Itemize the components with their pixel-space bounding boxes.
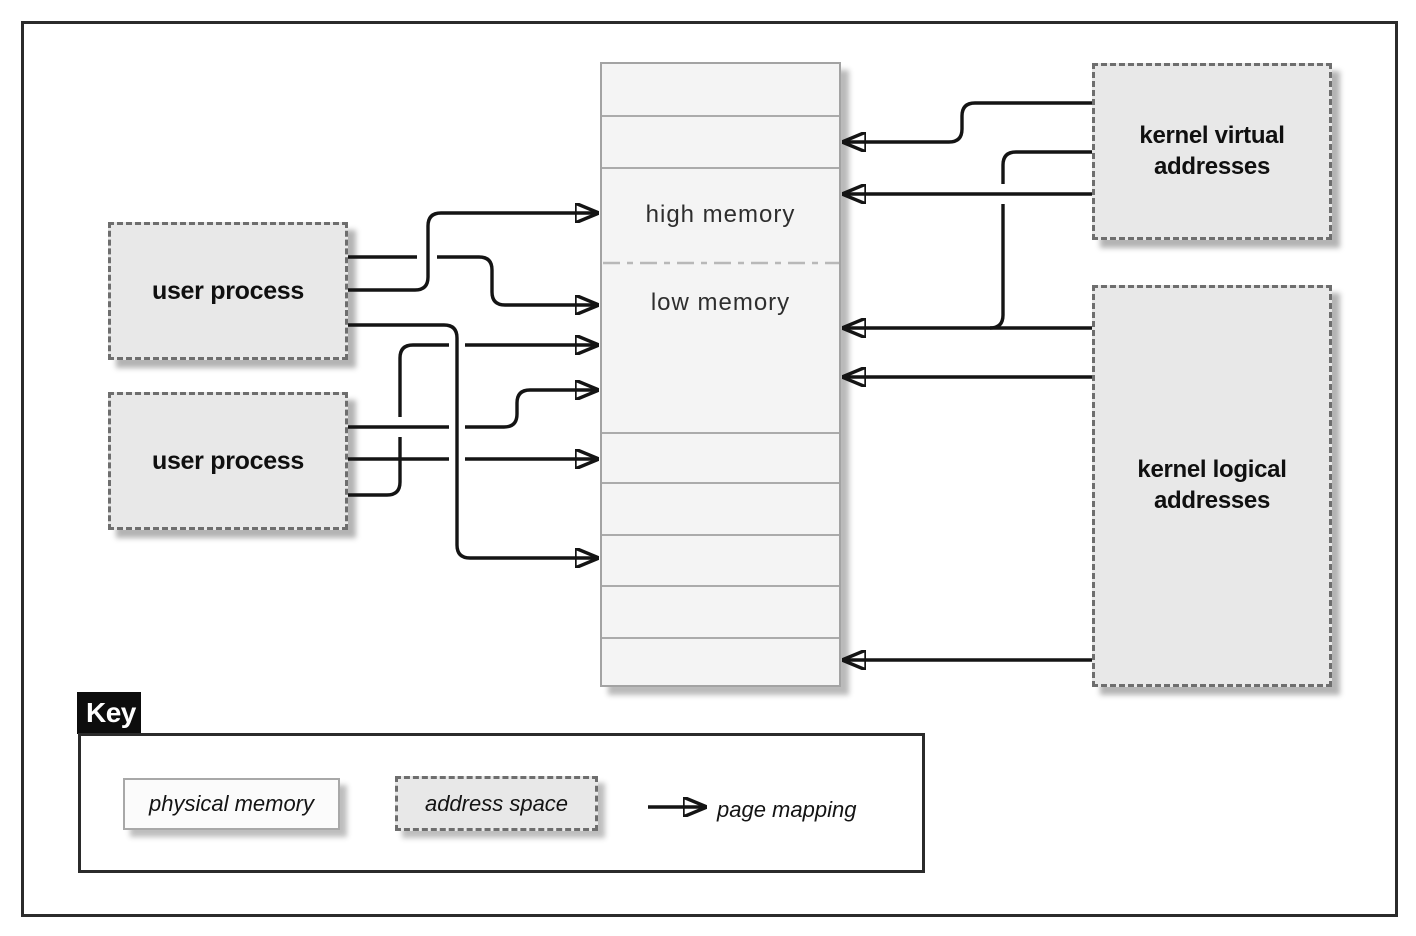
memory-segment-divider [602,585,839,587]
key-title: Key [86,697,136,728]
kernel-virtual-addresses-box: kernel virtual addresses [1092,63,1332,240]
high-memory-label: high memory [645,201,796,228]
kernel-virtual-addresses-label: kernel virtual addresses [1139,121,1285,180]
memory-segment-divider [602,482,839,484]
memory-segment-divider [602,432,839,434]
key-address-space-label: address space [424,790,569,816]
user-process-1-label: user process [151,277,305,305]
low-memory-label: low memory [650,289,791,316]
memory-segment-divider [602,534,839,536]
user-process-1-box: user process [108,222,348,360]
memory-segment-divider [602,167,839,169]
key-address-space-sample: address space [395,776,598,831]
physical-memory-column: high memory low memory [600,62,841,687]
user-process-2-box: user process [108,392,348,530]
key-tab: Key [77,692,141,734]
key-legend-box: physical memory address space page mappi… [78,733,925,873]
kernel-logical-addresses-label: kernel logical addresses [1137,456,1287,514]
memory-segment-divider [602,637,839,639]
kernel-logical-addresses-box: kernel logical addresses [1092,285,1332,687]
user-process-2-label: user process [151,447,305,475]
key-page-mapping-label: page mapping [717,797,857,822]
memory-segment-divider [602,115,839,117]
key-physical-memory-label: physical memory [148,791,315,816]
key-physical-memory-sample: physical memory [123,778,340,830]
